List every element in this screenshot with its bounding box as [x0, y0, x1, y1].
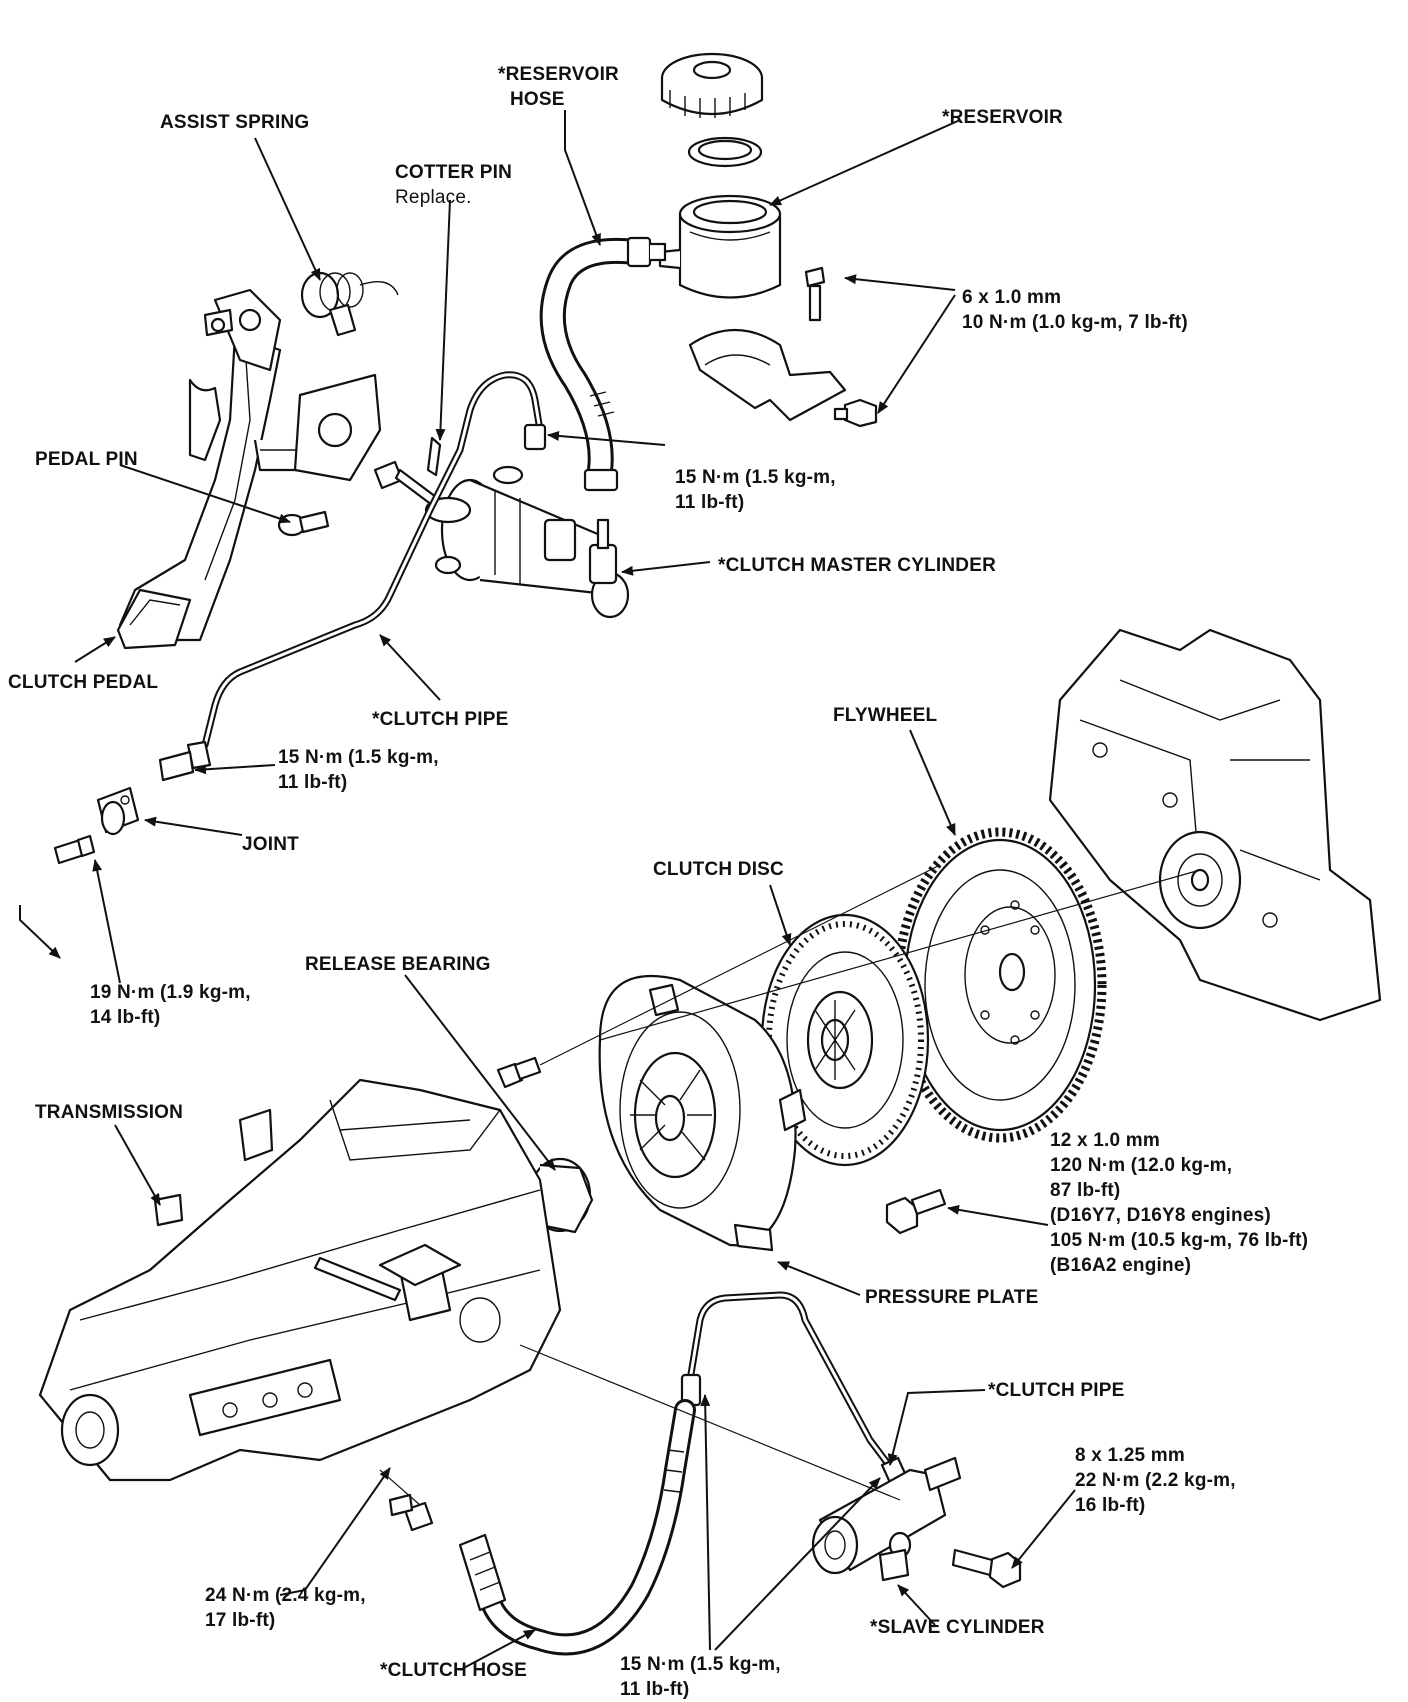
reservoir-cap-icon [660, 52, 764, 118]
torque-flywheel-bolt-label: 12 x 1.0 mm 120 N·m (12.0 kg-m, 87 lb-ft… [1050, 1130, 1309, 1276]
pedal-bracket-icon [203, 288, 382, 482]
pressure-plate-icon [598, 975, 807, 1252]
torque-joint-pipe-label: 15 N·m (1.5 kg-m, 11 lb-ft) [278, 747, 439, 793]
clutch-hose-icon [458, 1399, 696, 1656]
joint-label: JOINT [242, 834, 299, 855]
torque-master-pipe-label: 15 N·m (1.5 kg-m, 11 lb-ft) [675, 467, 836, 513]
transmission-label: TRANSMISSION [35, 1102, 184, 1123]
torque-trans-bracket-label: 24 N·m (2.4 kg-m, 17 lb-ft) [205, 1585, 366, 1631]
torque-joint-bolt-label: 19 N·m (1.9 kg-m, 14 lb-ft) [90, 982, 251, 1028]
reservoir-icon [658, 194, 782, 299]
transmission-icon [38, 1078, 562, 1482]
assist-spring-icon [300, 271, 399, 337]
release-bearing-label: RELEASE BEARING [305, 954, 491, 975]
clutch-pipe-lower-icon [680, 1291, 910, 1489]
pressure-plate-bolt-icon [496, 1056, 542, 1089]
reservoir-bracket-icon [688, 329, 847, 422]
pushrod-icon [373, 460, 442, 510]
slave-cylinder-label: *SLAVE CYLINDER [870, 1617, 1045, 1638]
pedal-pin-label: PEDAL PIN [35, 449, 138, 470]
pressure-plate-label: PRESSURE PLATE [865, 1287, 1039, 1308]
slave-cylinder-bolt-icon [951, 1548, 1022, 1589]
assist-spring-label: ASSIST SPRING [160, 112, 310, 133]
engine-block-icon [1048, 628, 1382, 1022]
clutch-pipe-upper-icon [158, 371, 547, 782]
clutch-master-cylinder-label: *CLUTCH MASTER CYLINDER [718, 555, 996, 576]
pedal-pin-icon [277, 510, 330, 537]
leader-arrows [74, 110, 1076, 1671]
clutch-pedal-label: CLUTCH PEDAL [8, 672, 159, 693]
reservoir-seal-icon [687, 136, 763, 168]
slave-cylinder-icon [811, 1456, 962, 1582]
clutch-pipe-upper-label: *CLUTCH PIPE [372, 709, 509, 730]
clutch-disc-icon [760, 913, 930, 1167]
reservoir-hose-label: *RESERVOIR HOSE [498, 64, 619, 110]
joint-icon [96, 786, 140, 836]
reservoir-bolt-icon [804, 266, 878, 428]
reservoir-hose-icon [539, 236, 667, 492]
reservoir-label: *RESERVOIR [942, 107, 1063, 128]
flywheel-icon [893, 827, 1107, 1143]
flywheel-label: FLYWHEEL [833, 705, 938, 726]
torque-slave-bolt-label: 8 x 1.25 mm 22 N·m (2.2 kg-m, 16 lb-ft) [1075, 1445, 1236, 1516]
clutch-pedal-icon [116, 333, 347, 650]
cotter-pin-icon [426, 436, 442, 477]
clutch-pipe-lower-label: *CLUTCH PIPE [988, 1380, 1125, 1401]
clutch-disc-label: CLUTCH DISC [653, 859, 784, 880]
torque-reservoir-bolt-label: 6 x 1.0 mm 10 N·m (1.0 kg-m, 7 lb-ft) [962, 287, 1188, 333]
torque-hose-label: 15 N·m (1.5 kg-m, 11 lb-ft) [620, 1654, 781, 1700]
joint-bolt-icon [19, 834, 96, 959]
clutch-master-cylinder-icon [424, 465, 630, 619]
cotter-pin-label: COTTER PIN Replace. [395, 162, 513, 208]
flywheel-bolt-icon [885, 1188, 947, 1235]
clutch-hose-label: *CLUTCH HOSE [380, 1660, 528, 1681]
transmission-bracket-bolt-icon [388, 1493, 434, 1532]
